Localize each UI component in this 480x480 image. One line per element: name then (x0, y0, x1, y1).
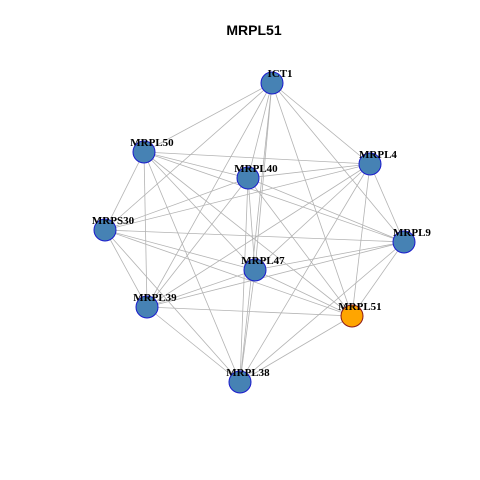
edge-mrpl9-mrpl47 (254, 241, 405, 271)
edge-mrpl47-mrpl51 (254, 269, 353, 317)
edge-mrps30-mrpl9 (104, 229, 405, 243)
edge-mrpl40-mrpl39 (146, 177, 249, 308)
edge-mrpl39-mrpl38 (146, 306, 241, 383)
edge-mrps30-mrpl47 (104, 229, 256, 271)
edge-ict1-mrpl50 (143, 82, 273, 153)
node-mrpl47: MRPL47 (241, 255, 285, 282)
node-mrpl39: MRPL39 (133, 292, 177, 319)
edge-mrpl9-mrpl38 (239, 241, 405, 383)
edge-mrpl50-mrpl9 (143, 151, 405, 243)
edge-mrpl47-mrpl39 (146, 269, 256, 308)
edge-ict1-mrpl51 (271, 82, 353, 317)
edge-mrpl4-mrpl40 (247, 163, 371, 179)
edge-mrpl40-mrpl51 (247, 177, 353, 317)
node-label: MRPL40 (234, 163, 278, 175)
edge-ict1-mrpl38 (239, 82, 273, 383)
edge-mrpl50-mrpl47 (143, 151, 256, 271)
edge-mrps30-mrpl39 (104, 229, 148, 308)
node-circle (236, 166, 260, 190)
edge-mrpl51-mrpl38 (239, 315, 353, 383)
edge-layer (104, 82, 405, 383)
edge-mrpl50-mrpl51 (143, 151, 353, 317)
node-label: MRPL50 (130, 137, 174, 149)
edge-mrpl4-mrps30 (104, 163, 371, 231)
node-circle (260, 71, 284, 95)
node-label: ICT1 (267, 68, 292, 80)
edge-mrpl4-mrpl9 (369, 163, 405, 243)
edge-mrpl4-mrpl38 (239, 163, 371, 383)
node-circle (93, 218, 117, 242)
edge-mrpl40-mrps30 (104, 177, 249, 231)
node-mrpl51: MRPL51 (338, 301, 382, 328)
node-mrpl4: MRPL4 (358, 149, 397, 176)
edge-mrpl4-mrpl47 (254, 163, 371, 271)
node-circle (243, 258, 267, 282)
node-label: MRPL47 (241, 255, 285, 267)
node-layer: ICT1MRPL50MRPL4MRPL40MRPS30MRPL9MRPL47MR… (92, 68, 431, 394)
edge-mrpl9-mrpl51 (351, 241, 405, 317)
node-mrpl9: MRPL9 (392, 227, 431, 254)
edge-mrpl50-mrpl40 (143, 151, 249, 179)
node-mrps30: MRPS30 (92, 215, 135, 242)
edge-mrpl50-mrps30 (104, 151, 145, 231)
node-circle (228, 370, 252, 394)
edge-mrpl50-mrpl38 (143, 151, 241, 383)
edge-mrps30-mrpl51 (104, 229, 353, 317)
edge-mrpl47-mrpl38 (239, 269, 256, 383)
edge-mrpl40-mrpl38 (239, 177, 249, 383)
node-mrpl38: MRPL38 (226, 367, 270, 394)
node-label: MRPL38 (226, 367, 270, 379)
node-label: MRPL9 (393, 227, 431, 239)
edge-mrpl50-mrpl39 (143, 151, 148, 308)
edge-ict1-mrpl40 (247, 82, 273, 179)
edge-ict1-mrpl4 (271, 82, 371, 165)
edge-mrpl40-mrpl9 (247, 177, 405, 243)
node-circle (135, 295, 159, 319)
node-circle (358, 152, 382, 176)
graph-title: MRPL51 (226, 22, 281, 38)
edge-mrpl50-mrpl4 (143, 151, 371, 165)
node-mrpl40: MRPL40 (234, 163, 278, 190)
edge-mrps30-mrpl38 (104, 229, 241, 383)
node-label: MRPL51 (338, 301, 381, 313)
edge-mrpl39-mrpl51 (146, 306, 353, 317)
node-label: MRPL39 (133, 292, 177, 304)
edge-mrpl40-mrpl47 (247, 177, 256, 271)
edge-mrpl9-mrpl39 (146, 241, 405, 308)
edge-ict1-mrps30 (104, 82, 273, 231)
node-circle (340, 304, 364, 328)
node-label: MRPL4 (359, 149, 397, 161)
node-label: MRPS30 (92, 215, 135, 227)
node-mrpl50: MRPL50 (130, 137, 174, 164)
node-ict1: ICT1 (260, 68, 293, 95)
edge-ict1-mrpl39 (146, 82, 273, 308)
node-circle (132, 140, 156, 164)
edge-mrpl4-mrpl39 (146, 163, 371, 308)
node-circle (392, 230, 416, 254)
